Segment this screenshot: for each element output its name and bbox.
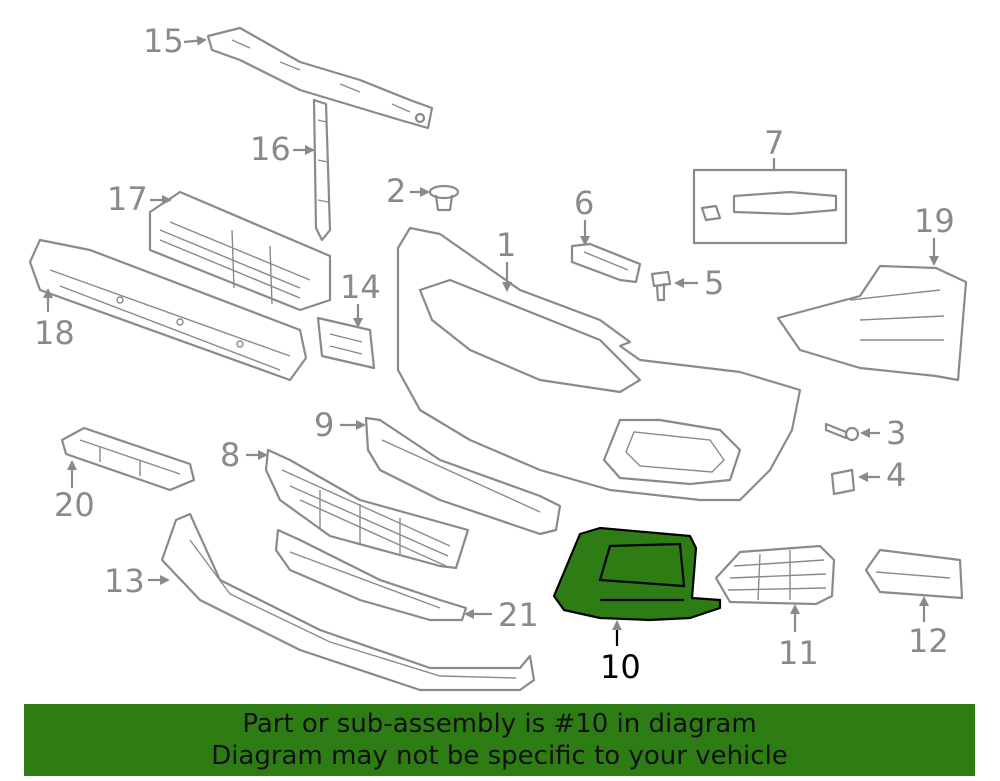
callout-10: 10 bbox=[600, 648, 641, 686]
banner-line-1: Part or sub-assembly is #10 in diagram bbox=[242, 709, 757, 739]
part-19-side-bracket bbox=[776, 264, 968, 382]
callout-18: 18 bbox=[34, 314, 75, 352]
callout-19: 19 bbox=[914, 202, 955, 240]
part-11-grille-insert bbox=[714, 544, 836, 606]
info-banner: Part or sub-assembly is #10 in diagram D… bbox=[24, 704, 975, 776]
part-16-vertical-support bbox=[312, 98, 332, 242]
part-13-lower-spoiler bbox=[160, 512, 536, 692]
callout-21: 21 bbox=[498, 596, 539, 634]
part-18-reinforcement bbox=[28, 238, 308, 382]
banner-line-2: Diagram may not be specific to your vehi… bbox=[211, 741, 788, 771]
part-7-box bbox=[692, 168, 848, 245]
part-15-upper-support bbox=[206, 26, 434, 130]
callout-3: 3 bbox=[886, 414, 906, 452]
part-5-bolt bbox=[650, 270, 672, 302]
callout-17: 17 bbox=[107, 180, 148, 218]
callout-4: 4 bbox=[886, 456, 906, 494]
callout-11: 11 bbox=[778, 634, 819, 672]
callout-13: 13 bbox=[104, 562, 145, 600]
part-8-lower-grille bbox=[264, 448, 470, 570]
part-3-screw bbox=[824, 422, 860, 442]
callout-7: 7 bbox=[764, 124, 784, 162]
callout-5: 5 bbox=[704, 264, 724, 302]
part-6-side-bracket bbox=[570, 242, 642, 284]
callout-14: 14 bbox=[340, 268, 381, 306]
part-4-clip bbox=[830, 468, 856, 496]
callout-1: 1 bbox=[496, 226, 516, 264]
part-17-shutter bbox=[148, 190, 332, 312]
callout-16: 16 bbox=[250, 130, 291, 168]
part-1-bumper-cover bbox=[396, 226, 802, 502]
part-10-garnish-highlighted bbox=[552, 526, 722, 622]
part-9-grille-frame bbox=[364, 416, 562, 536]
part-14-bracket bbox=[316, 316, 376, 370]
callout-20: 20 bbox=[54, 486, 95, 524]
callout-8: 8 bbox=[220, 436, 240, 474]
part-21-lower-bracket bbox=[274, 528, 468, 622]
callout-15: 15 bbox=[143, 22, 184, 60]
callout-12: 12 bbox=[908, 622, 949, 660]
callout-9: 9 bbox=[314, 406, 334, 444]
part-12-side-cover bbox=[864, 548, 964, 600]
callout-6: 6 bbox=[574, 184, 594, 222]
callout-2: 2 bbox=[386, 172, 406, 210]
part-2-clip bbox=[428, 184, 460, 212]
part-20-grille-piece bbox=[60, 426, 196, 492]
